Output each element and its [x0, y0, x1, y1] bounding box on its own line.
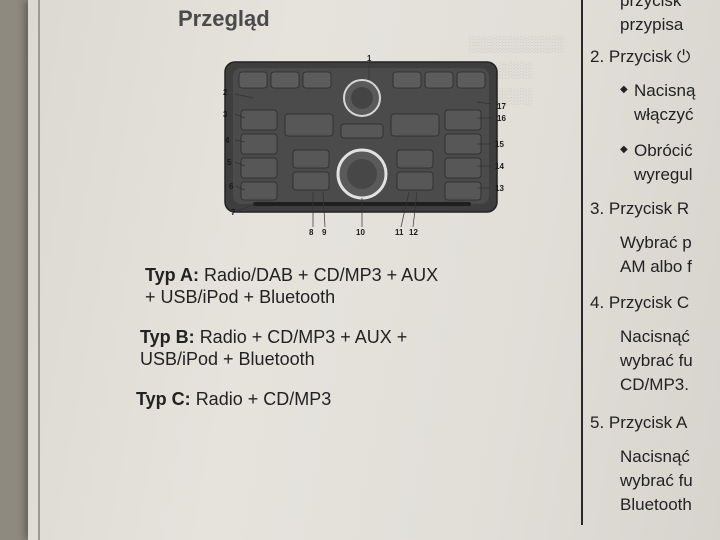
callout-2: 2 — [223, 88, 228, 97]
item-2-bullet-2-line1: Obrócić — [634, 141, 693, 160]
callout-12: 12 — [409, 228, 418, 237]
right-col-line: przypisa — [620, 15, 684, 34]
callout-9: 9 — [322, 228, 327, 237]
item-4-line2: wybrać fu — [620, 351, 693, 370]
item-5-heading: 5. Przycisk A — [590, 413, 688, 432]
type-a-label: Typ A: — [145, 265, 199, 285]
callout-4: 4 — [225, 136, 230, 145]
right-col-line: przycisk — [620, 0, 682, 10]
item-4-heading: 4. Przycisk C — [590, 293, 690, 312]
callout-8: 8 — [309, 228, 314, 237]
item-3-line1: Wybrać p — [620, 233, 692, 252]
item-3-heading: 3. Przycisk R — [590, 199, 690, 218]
item-2-heading: 2. Przycisk ⏻ — [590, 47, 691, 66]
radio-panel-figure: 1 2 3 4 5 6 7 8 9 10 11 12 13 14 15 16 1… — [213, 52, 513, 247]
callout-1: 1 — [367, 54, 372, 63]
type-b-line2: USB/iPod + Bluetooth — [140, 349, 315, 369]
column-divider — [581, 0, 583, 525]
type-b-label: Typ B: — [140, 327, 195, 347]
bullet-icon: ◆ — [620, 84, 628, 95]
callout-11: 11 — [395, 228, 404, 237]
type-b-caption: Typ B: Radio + CD/MP3 + AUX + USB/iPod +… — [140, 326, 407, 370]
page-margin-line — [38, 0, 40, 540]
callout-3: 3 — [223, 110, 228, 119]
callout-17: 17 — [497, 102, 506, 111]
item-5-line2: wybrać fu — [620, 471, 693, 490]
type-a-line2: + USB/iPod + Bluetooth — [145, 287, 336, 307]
callout-15: 15 — [495, 140, 504, 149]
callout-16: 16 — [497, 114, 506, 123]
item-2-bullet-2-line2: wyregul — [634, 165, 693, 184]
manual-page: ░░░░░░░░░ ░░░░░░ ░░░░░░ Przegląd — [28, 0, 720, 540]
type-a-line1: Radio/DAB + CD/MP3 + AUX — [204, 265, 439, 285]
item-5-line3: Bluetooth — [620, 495, 692, 514]
type-a-caption: Typ A: Radio/DAB + CD/MP3 + AUX + USB/iP… — [145, 264, 438, 308]
type-c-label: Typ C: — [136, 389, 191, 409]
item-4-line1: Nacisnąć — [620, 327, 690, 346]
callout-14: 14 — [495, 162, 504, 171]
type-c-caption: Typ C: Radio + CD/MP3 — [136, 388, 331, 410]
item-4-line3: CD/MP3. — [620, 375, 689, 394]
callout-7: 7 — [231, 208, 236, 217]
bullet-icon: ◆ — [620, 144, 628, 155]
item-2-bullet-1-line1: Nacisną — [634, 81, 696, 100]
item-2-bullet-1-line2: włączyć — [634, 105, 694, 124]
callout-10: 10 — [356, 228, 365, 237]
type-c-line1: Radio + CD/MP3 — [195, 389, 332, 409]
callout-13: 13 — [495, 184, 504, 193]
item-5-line1: Nacisnąć — [620, 447, 690, 466]
radio-panel-illustration — [224, 61, 498, 228]
callout-5: 5 — [227, 158, 232, 167]
section-title: Przegląd — [178, 6, 270, 31]
item-3-line2: AM albo f — [620, 257, 692, 276]
type-b-line1: Radio + CD/MP3 + AUX + — [199, 327, 408, 347]
callout-6: 6 — [229, 182, 234, 191]
